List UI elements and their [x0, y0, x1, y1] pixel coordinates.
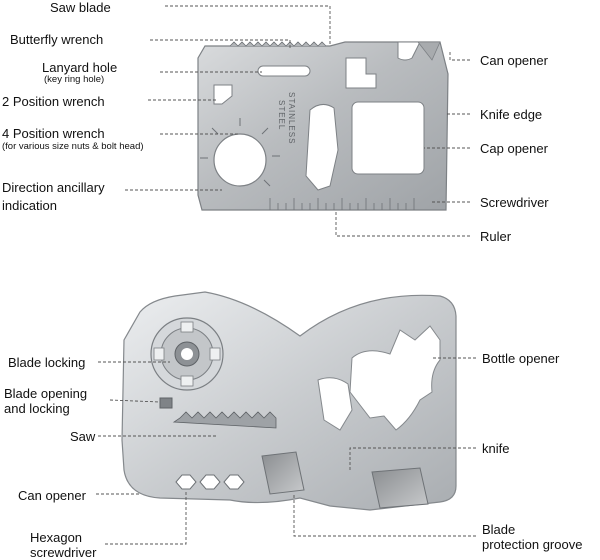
label-can-opener-top: Can opener — [480, 53, 548, 68]
label-knife-edge: Knife edge — [480, 107, 543, 122]
lanyard-slot — [257, 65, 311, 77]
top-card-illustration: STAINLESS STEEL — [197, 41, 449, 211]
saw-teeth — [229, 41, 327, 47]
label-screwdriver: Screwdriver — [480, 195, 549, 210]
label-4-position-wrench: 4 Position wrench — [2, 126, 105, 141]
label-protection-groove: protection groove — [482, 537, 583, 552]
label-lanyard-hole-sub: (key ring hole) — [44, 74, 105, 85]
engraving-line-1: STAINLESS — [287, 92, 296, 144]
label-bottle-opener: Bottle opener — [482, 351, 560, 366]
blade-lock-notch — [159, 397, 173, 409]
label-hexagon-line2: screwdriver — [30, 545, 97, 560]
cap-opener-cut — [351, 101, 425, 175]
bottom-card-illustration — [121, 291, 457, 511]
hex-hole-2 — [199, 474, 221, 490]
bottom-saw — [172, 411, 277, 429]
label-cap-opener: Cap opener — [480, 141, 548, 156]
left-cutout — [317, 377, 353, 431]
butterfly-wrench-cut — [345, 57, 377, 89]
label-lanyard-hole: Lanyard hole — [42, 60, 118, 75]
label-saw: Saw — [70, 429, 96, 444]
bottom-leader-lines — [96, 357, 476, 545]
round-wrench-hole — [213, 133, 267, 187]
groove-left — [261, 451, 305, 495]
label-saw-blade: Saw blade — [50, 0, 111, 15]
can-opener-notch — [397, 41, 421, 61]
label-can-opener-bottom: Can opener — [18, 488, 86, 503]
label-2-position-wrench: 2 Position wrench — [2, 94, 105, 109]
label-direction-ancillary-line2: indication — [2, 198, 57, 213]
label-blade: Blade — [482, 522, 516, 537]
label-blade-opening-line2: and locking — [4, 401, 70, 416]
label-knife: knife — [482, 441, 510, 456]
hex-hole-1 — [175, 474, 197, 490]
label-blade-opening: Blade opening — [4, 386, 88, 401]
groove-right — [371, 467, 429, 509]
label-ruler: Ruler — [480, 229, 512, 244]
label-4-position-wrench-sub: (for various size nuts & bolt head) — [2, 141, 144, 152]
two-position-wrench — [213, 84, 233, 105]
label-direction-ancillary: Direction ancillary — [2, 180, 105, 195]
knife-cut — [305, 104, 339, 191]
engraving-line-2: STEEL — [277, 100, 286, 130]
label-hexagon: Hexagon — [30, 530, 83, 545]
label-blade-locking: Blade locking — [8, 355, 86, 370]
top-leader-lines — [125, 5, 470, 237]
hex-hole-3 — [223, 474, 245, 490]
bottle-opener-cut — [349, 325, 441, 431]
label-butterfly-wrench: Butterfly wrench — [10, 32, 104, 47]
